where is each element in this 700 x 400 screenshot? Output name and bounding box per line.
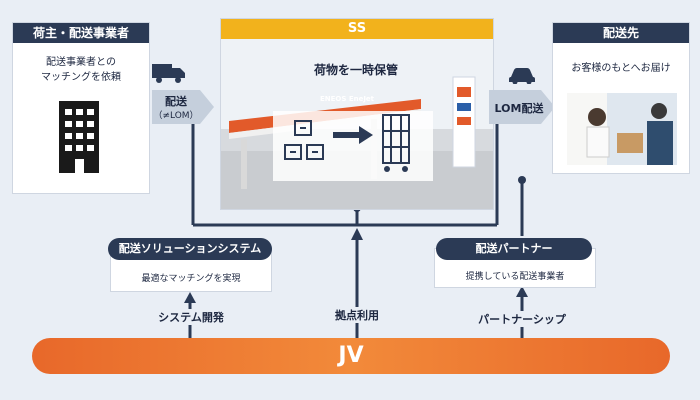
partner-title: 配送パートナー	[436, 238, 592, 260]
truck-icon	[152, 64, 185, 83]
shipper-desc-line1: 配送事業者との	[46, 57, 116, 68]
arrowhead-solution	[184, 292, 196, 303]
arrow-shipper-to-ss	[152, 90, 214, 124]
left-arrow-label: 配送	[165, 95, 187, 108]
link-label-right: パートナーシップ	[458, 311, 586, 327]
ss-panel: SS ENEOS EneJet 荷物を一時保管	[220, 18, 494, 210]
arrowhead-ss	[351, 228, 363, 240]
ss-title: SS	[221, 19, 493, 39]
right-arrow-label: LOM配送	[494, 102, 544, 115]
solution-desc: 最適なマッチングを実現	[141, 274, 241, 284]
arrowhead-partner	[516, 286, 528, 297]
destination-title: 配送先	[553, 23, 689, 43]
solution-title: 配送ソリューションシステム	[108, 238, 272, 260]
node-destination	[518, 176, 526, 184]
destination-desc: お客様のもとへお届け	[571, 63, 671, 74]
shipper-title: 荷主・配送事業者	[13, 23, 149, 43]
right-arrow-icon	[333, 126, 373, 144]
partner-desc: 提携している配送事業者	[465, 272, 565, 282]
cart-icon	[382, 114, 410, 172]
building-icon	[59, 101, 99, 173]
station-brand: ENEOS EneJet	[319, 95, 375, 103]
delivery-photo	[567, 93, 677, 165]
left-arrow-sublabel: （≠LOM）	[153, 111, 199, 121]
destination-panel: 配送先 お客様のもとへお届け	[552, 22, 690, 174]
shipper-desc-line2: マッチングを依頼	[41, 72, 121, 83]
car-icon	[509, 68, 535, 84]
package-icon	[284, 120, 324, 160]
shipper-panel: 荷主・配送事業者 配送事業者との マッチングを依頼	[12, 22, 150, 194]
link-label-center: 拠点利用	[310, 307, 404, 323]
jv-bar: JV	[32, 338, 670, 374]
ss-caption: 荷物を一時保管	[313, 63, 398, 77]
arrow-ss-to-destination	[489, 90, 555, 124]
link-label-left: システム開発	[126, 309, 256, 325]
